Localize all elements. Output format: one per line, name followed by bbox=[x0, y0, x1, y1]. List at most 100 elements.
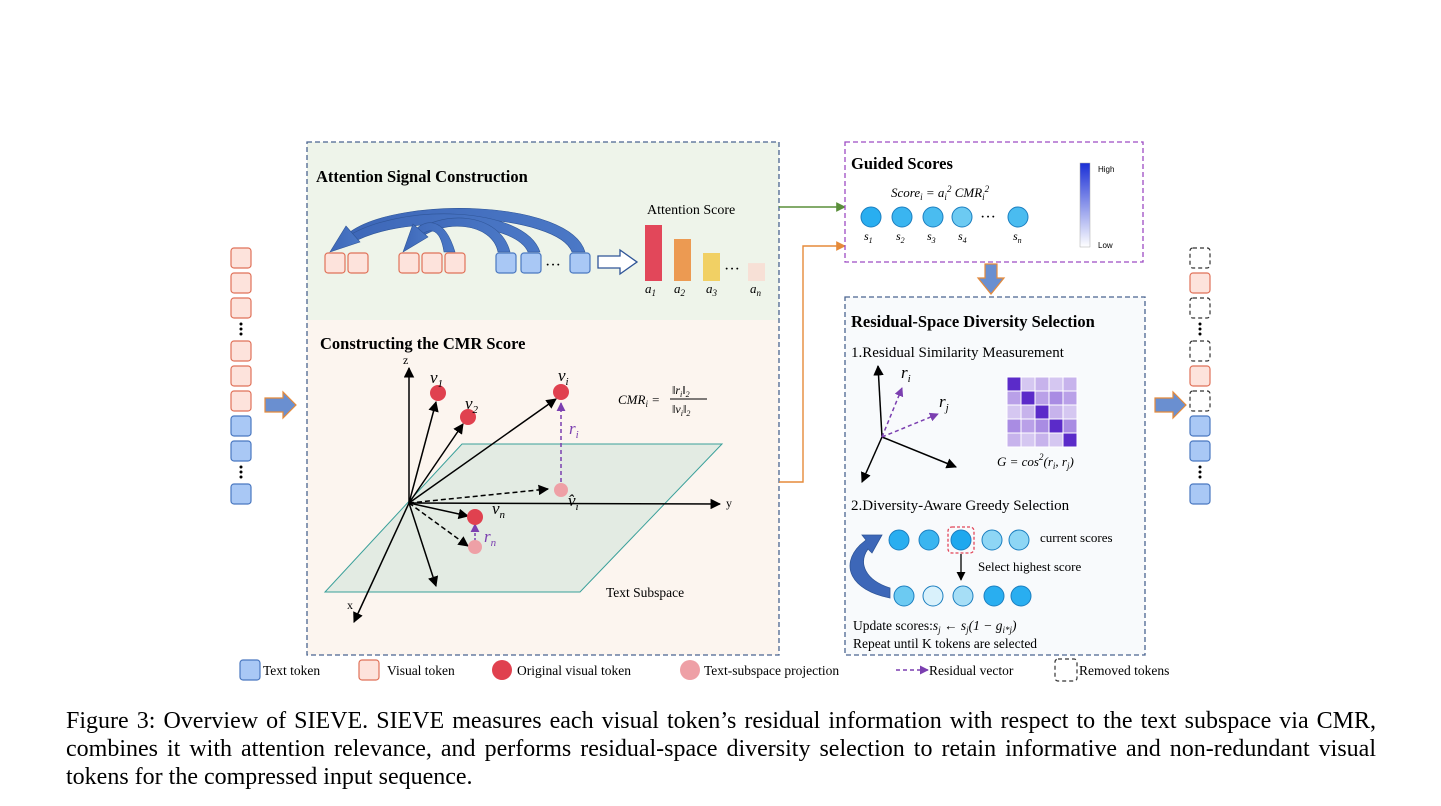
projection-vn bbox=[408, 502, 469, 547]
visual-token bbox=[398, 252, 420, 274]
axes bbox=[353, 366, 722, 623]
residual-labels: ri rj bbox=[901, 363, 949, 414]
guided-formula: Scorei = ai2 CMRi2 bbox=[891, 184, 990, 202]
updated-score-row bbox=[893, 585, 1032, 607]
gram-cell bbox=[1006, 432, 1022, 448]
sequence-ellipsis bbox=[1198, 475, 1202, 479]
score-circle bbox=[1007, 206, 1029, 228]
label-ri: ri bbox=[569, 419, 579, 441]
x-axis bbox=[353, 502, 410, 623]
point-v1 bbox=[430, 385, 446, 401]
figure-caption: Figure 3: Overview of SIEVE. SIEVE measu… bbox=[66, 707, 1376, 791]
input-sequence bbox=[230, 247, 252, 505]
projection-point-vn bbox=[468, 540, 482, 554]
colorbar bbox=[1079, 162, 1091, 248]
bar-label-a2: a2 bbox=[674, 281, 686, 298]
gram-cell bbox=[1062, 376, 1078, 392]
text-token bbox=[495, 252, 517, 274]
score-circle bbox=[981, 529, 1003, 551]
gram-cell bbox=[1048, 404, 1064, 420]
visual-token bbox=[230, 272, 252, 294]
gram-cell bbox=[1034, 432, 1050, 448]
text-token bbox=[520, 252, 542, 274]
gram-cell bbox=[1034, 390, 1050, 406]
score-circle bbox=[1008, 529, 1030, 551]
score-circle bbox=[922, 206, 944, 228]
vector-vn bbox=[408, 502, 470, 520]
cmr-section: Constructing the CMR Score CMRi = ‖ri‖2 … bbox=[320, 334, 732, 623]
point-v2 bbox=[460, 409, 476, 425]
current-scores-label: current scores bbox=[1040, 530, 1113, 545]
text-token bbox=[230, 440, 252, 462]
gram-cell bbox=[1062, 404, 1078, 420]
attention-bars bbox=[645, 225, 765, 281]
diversity-panel: Residual-Space Diversity Selection 1.Res… bbox=[844, 296, 1146, 656]
text-token bbox=[230, 483, 252, 505]
vector-extra bbox=[408, 502, 439, 587]
gram-cell bbox=[1048, 390, 1064, 406]
attention-arrowhead bbox=[329, 225, 361, 253]
gram-cell bbox=[1062, 390, 1078, 406]
score-circle bbox=[888, 529, 910, 551]
caption-label: Figure 3: bbox=[66, 708, 156, 734]
legend-original-visual-token: Original visual token bbox=[517, 663, 631, 678]
gram-cell bbox=[1020, 376, 1036, 392]
score-label-s2: s2 bbox=[896, 229, 905, 245]
y-axis bbox=[408, 498, 722, 510]
sequence-ellipsis bbox=[239, 470, 243, 474]
score-label-s1: s1 bbox=[864, 229, 873, 245]
down-arrow-icon bbox=[976, 263, 1006, 295]
guided-title: Guided Scores bbox=[851, 154, 953, 173]
sequence-ellipsis bbox=[1198, 465, 1202, 469]
text-subspace-projection-icon bbox=[680, 660, 700, 680]
attention-bar bbox=[703, 253, 720, 281]
residual-axis bbox=[861, 436, 883, 483]
visual-token bbox=[421, 252, 443, 274]
text-token bbox=[1189, 440, 1211, 462]
legend-residual-vector: Residual vector bbox=[929, 663, 1014, 678]
selected-score-circle bbox=[950, 529, 972, 551]
score-circle bbox=[891, 206, 913, 228]
label-vi-hat: v̂i bbox=[568, 491, 579, 513]
bar-label-a1: a1 bbox=[645, 281, 656, 298]
visual-token-icon bbox=[358, 659, 380, 681]
projection-vi bbox=[408, 484, 550, 504]
residual-vector-ri bbox=[881, 387, 904, 438]
bar-ellipsis: ··· bbox=[724, 261, 740, 278]
gram-cell bbox=[1062, 418, 1078, 434]
colorbar-low: Low bbox=[1098, 241, 1113, 250]
gram-cell bbox=[1020, 418, 1036, 434]
label-ri-right: ri bbox=[901, 363, 911, 385]
score-circle bbox=[922, 585, 944, 607]
gram-cell bbox=[1062, 432, 1078, 448]
selection-box bbox=[947, 526, 975, 554]
vectors bbox=[408, 398, 557, 587]
vector-v2 bbox=[408, 423, 464, 504]
text-token bbox=[1189, 483, 1211, 505]
cmr-formula-denominator: ‖vi‖2 bbox=[672, 402, 690, 418]
output-sequence bbox=[1189, 247, 1211, 505]
guided-panel-border bbox=[844, 141, 1144, 263]
gram-cell bbox=[1006, 390, 1022, 406]
cmr-formula: CMRi = ‖ri‖2 ‖vi‖2 bbox=[618, 383, 707, 418]
score-label-s3: s3 bbox=[927, 229, 936, 245]
left-panel-border bbox=[306, 141, 780, 656]
output-arrow-icon bbox=[1154, 390, 1187, 420]
sequence-ellipsis bbox=[239, 332, 243, 336]
sequence-ellipsis bbox=[239, 322, 243, 326]
cmr-to-guided-arrow bbox=[779, 241, 846, 483]
input-arrow-icon bbox=[264, 390, 297, 420]
text-token bbox=[230, 415, 252, 437]
caption-text: Overview of SIEVE. SIEVE measures each v… bbox=[66, 708, 1377, 790]
guided-score-circles bbox=[860, 206, 1029, 228]
score-circle bbox=[893, 585, 915, 607]
token-ellipsis: ··· bbox=[545, 257, 561, 274]
score-labels: s1 s2 s3 s4 sn bbox=[864, 229, 1022, 245]
text-token-icon bbox=[239, 659, 261, 681]
visual-token bbox=[1189, 365, 1211, 387]
visual-token bbox=[444, 252, 466, 274]
gram-cell bbox=[1006, 418, 1022, 434]
gram-cell bbox=[1034, 404, 1050, 420]
colorbar-high: High bbox=[1098, 165, 1114, 174]
